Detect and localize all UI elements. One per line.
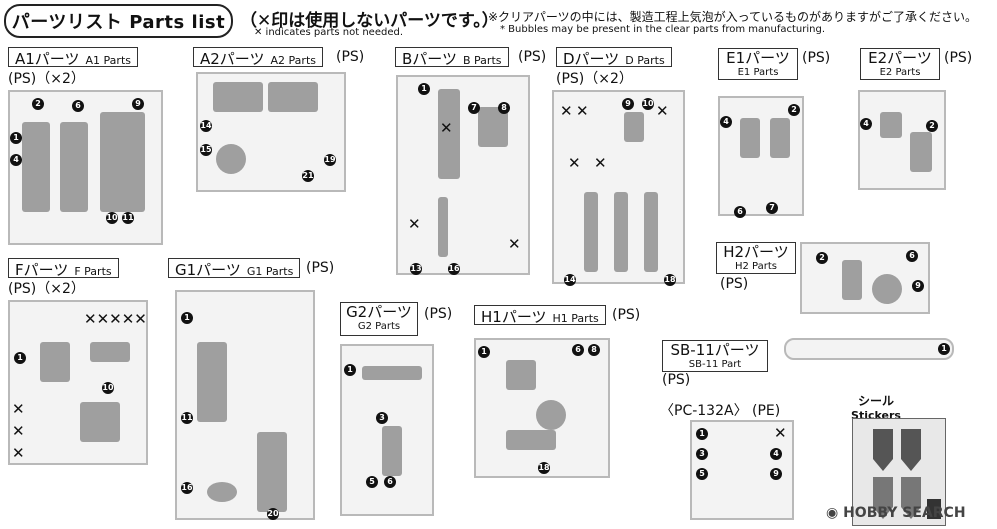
runner-a2: 14 15 19 21	[196, 72, 346, 192]
watermark-logo: ◉ HOBBY SEARCH	[826, 505, 966, 521]
runner-qty-e1: (PS)	[802, 50, 831, 66]
bubble-note: ※クリアパーツの中には、製造工程上気泡が入っているものがありますがご了承ください…	[488, 10, 977, 24]
runner-qty-e2: (PS)	[944, 50, 973, 66]
runner-qty-h2: (PS)	[720, 276, 749, 292]
sticker-sheet	[852, 418, 946, 526]
runner-f: ✕✕✕✕✕ ✕ ✕ ✕ 1 10	[8, 300, 148, 465]
runner-h2: 2 6 9	[800, 242, 930, 314]
sticker-shapes	[873, 429, 941, 519]
runner-qty-g2: (PS)	[424, 306, 453, 322]
runner-qty-g1: (PS)	[306, 260, 335, 276]
runner-qty-a2: (PS)	[336, 49, 365, 65]
runner-pc: 1 3 5 4 9 ✕	[690, 420, 794, 520]
runner-sb11: 1	[784, 338, 954, 360]
parts-list-title: パーツリスト Parts list	[4, 4, 233, 38]
logo-icon: ◉	[826, 505, 844, 521]
runner-g1: 1 11 16 20	[175, 290, 315, 520]
runner-h1: 1 6 8 18	[474, 338, 610, 478]
runner-g2: 1 3 5 6	[340, 344, 434, 516]
runner-qty-b: (PS)	[518, 49, 547, 65]
runner-e2: 4 2	[858, 90, 946, 190]
runner-e1: 4 2 6 7	[718, 96, 804, 218]
runner-d: ✕ ✕ ✕ ✕ ✕ 9 10 14 18	[552, 90, 685, 286]
runner-qty-sb11: (PS)	[662, 372, 691, 388]
runner-qty-f: (PS)（×2）	[8, 281, 85, 297]
unused-parts-note: （✕印は使用しないパーツです。）	[240, 11, 499, 31]
runner-qty-a1: (PS)（×2）	[8, 71, 85, 87]
unused-parts-note-en: ✕ indicates parts not needed.	[254, 27, 404, 38]
pc-label: 〈PC-132A〉 (PE)	[660, 403, 781, 419]
runner-qty-h1: (PS)	[612, 307, 641, 323]
runner-a1: 2 1 4 6 9 10 11	[8, 90, 163, 245]
runner-qty-d: (PS)（×2）	[556, 71, 633, 87]
bubble-note-en: * Bubbles may be present in the clear pa…	[500, 24, 826, 35]
runner-b: 1 7 8 13 16 ✕ ✕ ✕	[396, 75, 530, 275]
